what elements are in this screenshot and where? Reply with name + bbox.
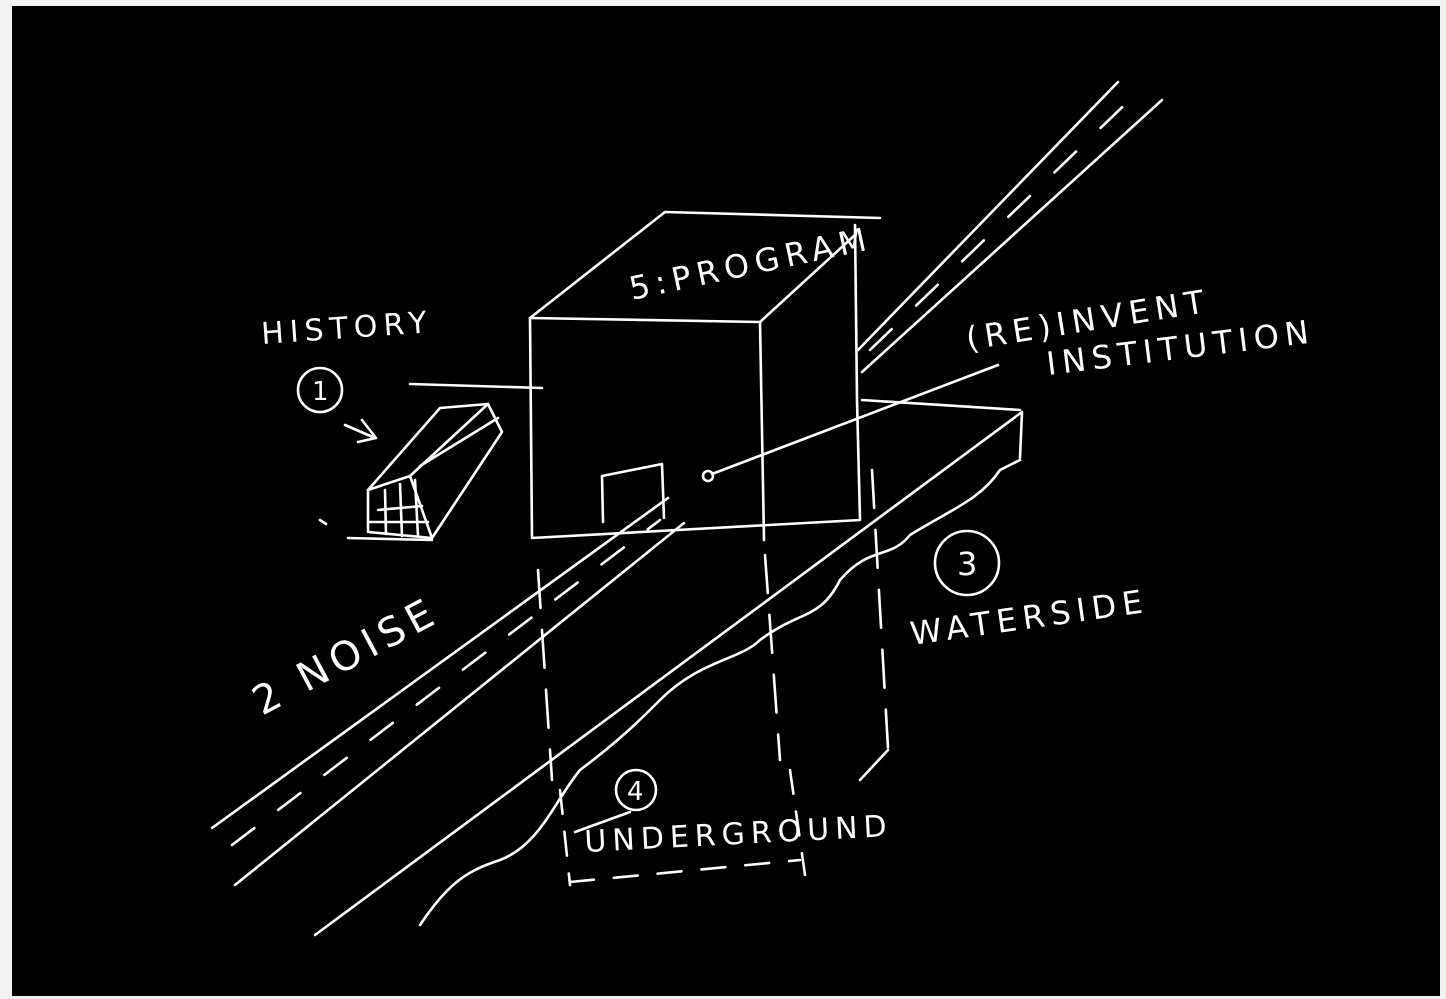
waterside-number: 3 [957, 545, 977, 583]
road-lanes [212, 82, 1162, 885]
history-label: HISTORY [260, 305, 434, 352]
underground-number: 4 [627, 777, 644, 807]
greenhouse-drawing [320, 404, 502, 540]
history-arrow [345, 420, 376, 442]
waterside-edge [315, 412, 1022, 935]
history-number: 1 [312, 377, 329, 407]
underground-label: UNDERGROUND [584, 809, 894, 860]
program-label: 5:PROGRAM [626, 219, 876, 308]
waterside-label: WATERSIDE [908, 582, 1151, 653]
